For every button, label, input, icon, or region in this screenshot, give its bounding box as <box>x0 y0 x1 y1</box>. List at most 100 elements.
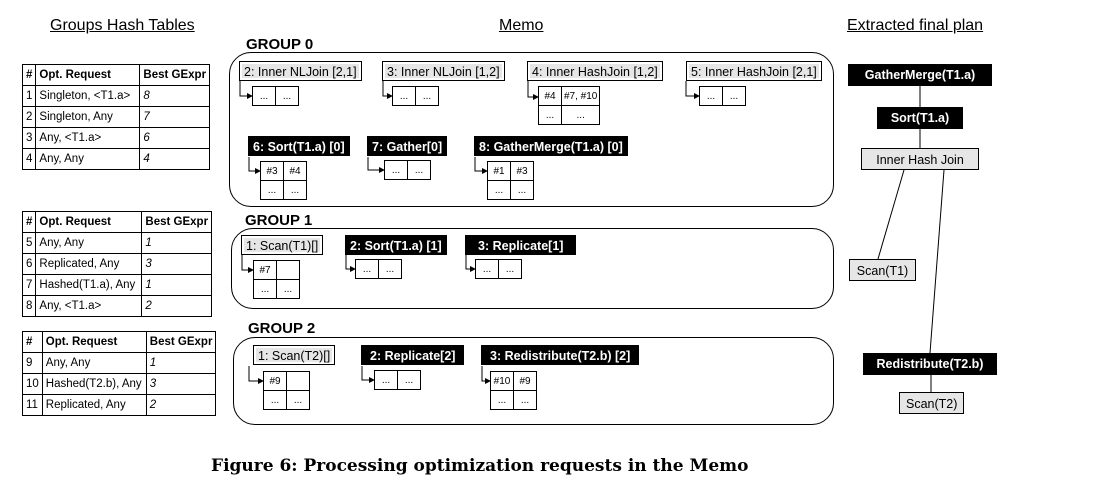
plan-node-inner-hash-join: Inner Hash Join <box>861 148 979 170</box>
child-cell: ... <box>490 390 514 410</box>
group-0-gexpr-3-children: ... ... <box>392 86 439 106</box>
group-0-gexpr-2-children: ... ... <box>252 86 299 106</box>
group-0-gexpr-5: 5: Inner HashJoin [2,1] <box>686 61 822 81</box>
child-cell: ... <box>378 259 402 279</box>
row-request: Any, <T1.a> <box>35 127 141 149</box>
table-header-row: # Opt. Request Best GExpr <box>21 211 213 233</box>
child-cell: ... <box>722 86 746 106</box>
child-cell: #3 <box>510 161 534 181</box>
group-0-box <box>229 52 834 207</box>
group-0-title: GROUP 0 <box>246 36 314 53</box>
plan-node-sort: Sort(T1.a) <box>877 107 963 129</box>
memo-heading: Memo <box>499 17 544 34</box>
group-1-gexpr-3: 3: Replicate[1] <box>465 235 577 255</box>
child-cell: ... <box>407 160 431 180</box>
final-plan-heading: Extracted final plan <box>847 17 984 34</box>
table-header-row: # Opt. Request Best GExpr <box>22 331 217 353</box>
group-1-box <box>231 228 834 309</box>
group-0-gexpr-7: 7: Gather[0] <box>367 136 448 156</box>
row-request: Replicated, Any <box>35 253 143 275</box>
row-request: Replicated, Any <box>41 394 147 416</box>
row-best: 3 <box>141 253 213 275</box>
group-0-gexpr-6-children: #3#4 ...... <box>260 161 307 200</box>
child-cell: ... <box>560 105 601 125</box>
col-best-gexpr: Best GExpr <box>145 331 217 353</box>
child-cell: ... <box>384 160 408 180</box>
row-num: 6 <box>21 253 37 275</box>
col-opt-request: Opt. Request <box>41 331 147 353</box>
col-num: # <box>21 64 37 86</box>
row-num: 2 <box>21 106 37 128</box>
group-1-gexpr-1: 1: Scan(T1)[] <box>241 235 324 255</box>
group-2-gexpr-2: 2: Replicate[2] <box>361 345 465 365</box>
group-2-gexpr-1: 1: Scan(T2)[] <box>253 345 336 365</box>
plan-node-redistribute: Redistribute(T2.b) <box>863 353 997 375</box>
plan-node-gathermerge: GatherMerge(T1.a) <box>848 64 992 86</box>
child-cell: ... <box>260 180 284 200</box>
col-opt-request: Opt. Request <box>35 211 143 233</box>
group-2-gexpr-3-children: #10#9 ...... <box>490 371 537 410</box>
group-1-title: GROUP 1 <box>245 212 313 229</box>
child-cell: ... <box>415 86 439 106</box>
group-2-gexpr-3: 3: Redistribute(T2.b) [2] <box>481 345 640 365</box>
group-0-gexpr-3: 3: Inner NLJoin [1,2] <box>382 61 505 81</box>
row-num: 8 <box>21 295 37 317</box>
row-best: 4 <box>139 148 211 170</box>
group-0-gexpr-2: 2: Inner NLJoin [2,1] <box>239 61 362 81</box>
row-request: Any, Any <box>35 148 141 170</box>
group-0-gexpr-8: 8: GatherMerge(T1.a) [0] <box>474 136 628 156</box>
row-request: Any, <T1.a> <box>35 295 143 317</box>
child-cell: ... <box>397 370 421 390</box>
child-cell: ... <box>252 86 276 106</box>
group-0-gexpr-7-children: ... ... <box>384 160 431 180</box>
child-cell: ... <box>276 279 300 299</box>
row-best: 2 <box>145 394 217 416</box>
child-cell: ... <box>283 180 307 200</box>
child-cell: ... <box>286 390 310 410</box>
plan-node-scan-t1: Scan(T1) <box>849 259 916 281</box>
row-request: Any, Any <box>35 232 143 254</box>
group-2-gexpr-1-children: #9 ...... <box>263 371 310 410</box>
group-1-gexpr-3-children: ... ... <box>475 259 522 279</box>
child-cell: ... <box>263 390 287 410</box>
row-request: Hashed(T1.a), Any <box>35 274 143 296</box>
group-1-gexpr-1-children: #7 ...... <box>253 260 300 299</box>
group-0-gexpr-4: 4: Inner HashJoin [1,2] <box>527 61 663 81</box>
col-best-gexpr: Best GExpr <box>141 211 213 233</box>
row-num: 4 <box>21 148 37 170</box>
figure-caption: Figure 6: Processing optimization reques… <box>211 456 749 476</box>
row-num: 1 <box>21 85 37 107</box>
child-cell: ... <box>510 180 534 200</box>
child-cell: ... <box>275 86 299 106</box>
group-2-gexpr-2-children: ... ... <box>374 370 421 390</box>
group-0-gexpr-5-children: ... ... <box>699 86 746 106</box>
row-request: Hashed(T2.b), Any <box>41 373 147 395</box>
row-best: 2 <box>141 295 213 317</box>
hash-tables-heading: Groups Hash Tables <box>50 17 195 34</box>
col-opt-request: Opt. Request <box>35 64 141 86</box>
child-cell: ... <box>513 390 537 410</box>
child-cell: ... <box>538 105 562 125</box>
group-0-gexpr-8-children: #1#3 ...... <box>487 161 534 200</box>
child-cell: ... <box>699 86 723 106</box>
plan-node-scan-t2: Scan(T2) <box>899 392 964 414</box>
group-2-title: GROUP 2 <box>248 320 316 337</box>
group-0-gexpr-4-children: #4#7, #10 ...... <box>538 86 601 125</box>
group-2-box <box>233 337 834 425</box>
group-1-gexpr-2-children: ... ... <box>355 259 402 279</box>
child-cell: ... <box>392 86 416 106</box>
child-cell: ... <box>498 259 522 279</box>
